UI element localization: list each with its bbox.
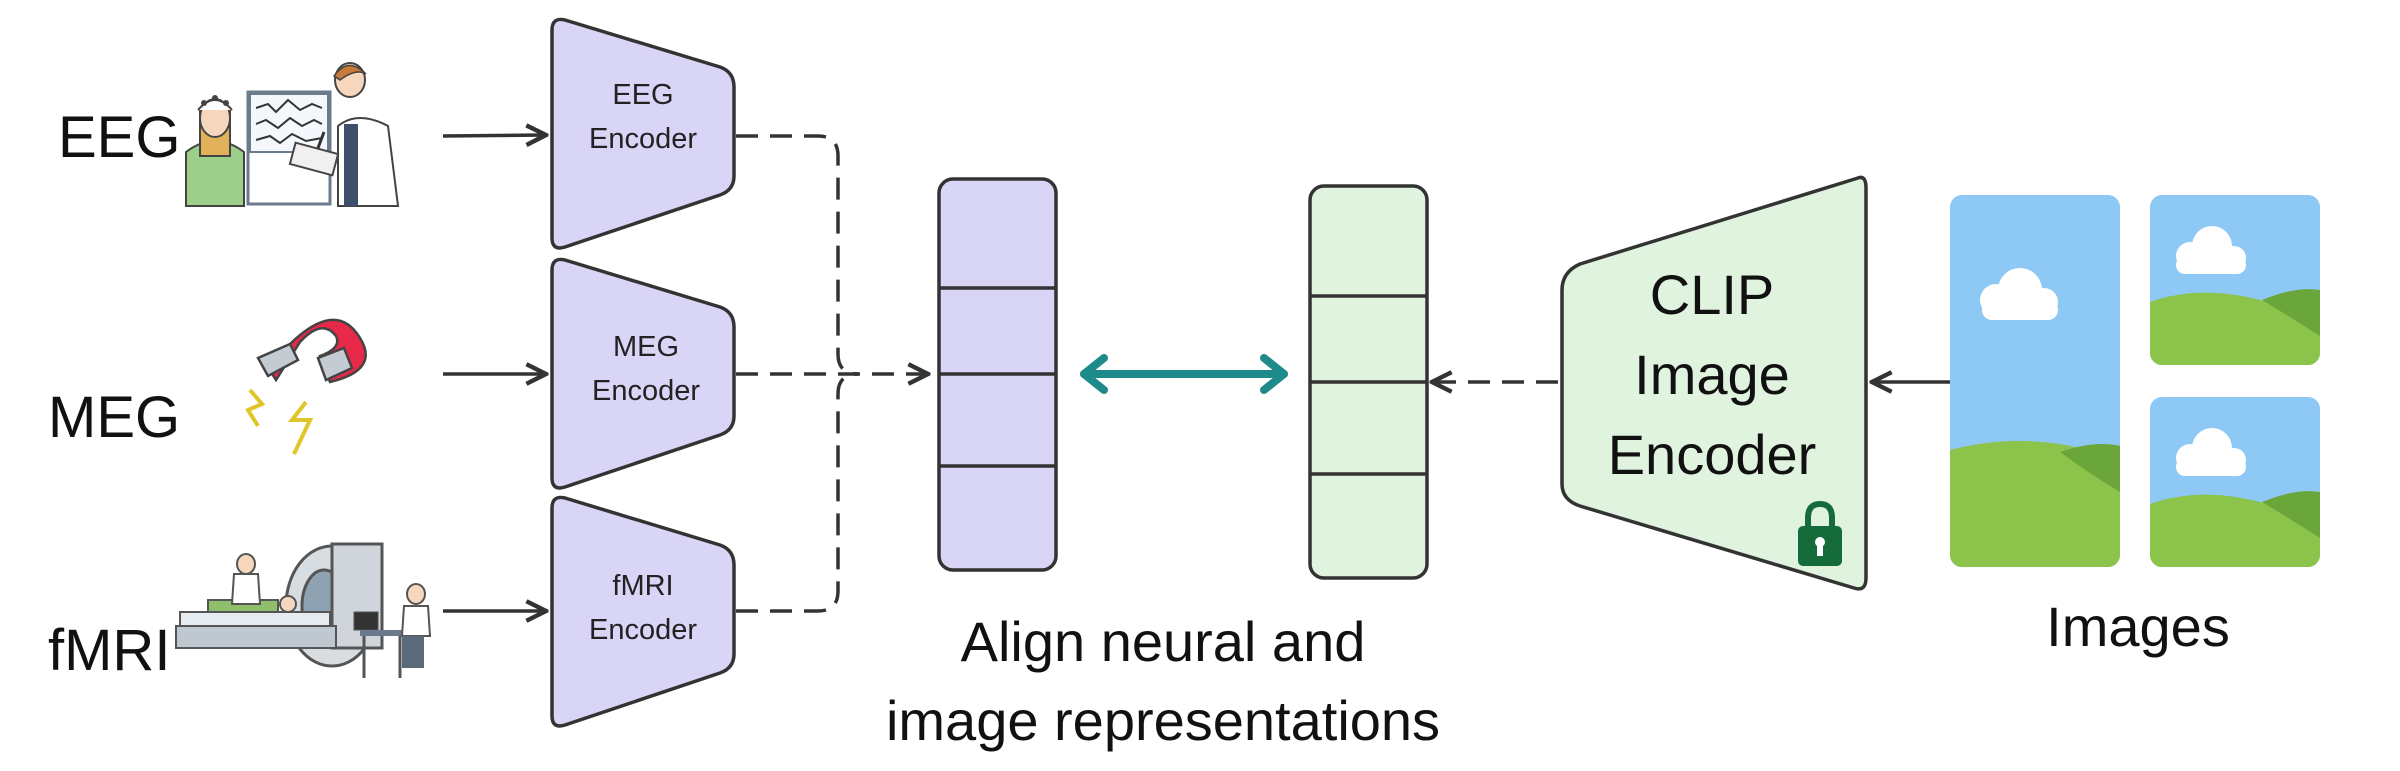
eeg-encoder-label-line2: Encoder	[589, 123, 697, 155]
caption-line2: image representations	[886, 689, 1440, 752]
images-group	[1950, 195, 2320, 567]
meg-encoder-label-line2: Encoder	[592, 375, 700, 407]
eeg-encoder: EEG Encoder	[550, 17, 736, 250]
clip-label-line3: Encoder	[1608, 423, 1817, 486]
caption-line1: Align neural and	[961, 610, 1366, 673]
fmri-encoder: fMRI Encoder	[550, 495, 736, 728]
meg-encoder-label-line1: MEG	[613, 331, 679, 363]
modality-label-eeg: EEG	[58, 105, 181, 170]
image-embedding-vector	[1308, 184, 1429, 580]
lock-icon	[1798, 500, 1842, 566]
neural-embedding-vector	[937, 177, 1058, 572]
encoder-merge-connector	[736, 134, 928, 613]
modality-label-fmri: fMRI	[48, 618, 170, 683]
image-top-right	[2150, 195, 2320, 365]
alignment-arrow	[1080, 354, 1288, 394]
meg-encoder: MEG Encoder	[550, 257, 736, 490]
eeg-recording-icon	[185, 62, 400, 207]
clip-label-line2: Image	[1634, 343, 1790, 406]
magnet-icon	[245, 318, 367, 455]
image-bottom-right	[2150, 397, 2320, 567]
fmri-encoder-label-line1: fMRI	[612, 570, 673, 602]
fmri-encoder-label-line2: Encoder	[589, 614, 697, 646]
image-tall	[1950, 195, 2120, 567]
images-label: Images	[2046, 595, 2230, 658]
clip-label-line1: CLIP	[1650, 263, 1775, 326]
mri-scanner-icon	[175, 542, 432, 678]
eeg-input-arrow	[442, 135, 546, 136]
eeg-encoder-label-line1: EEG	[612, 79, 673, 111]
clip-image-encoder: CLIP Image Encoder	[1560, 175, 1868, 591]
modality-label-meg: MEG	[48, 385, 180, 450]
